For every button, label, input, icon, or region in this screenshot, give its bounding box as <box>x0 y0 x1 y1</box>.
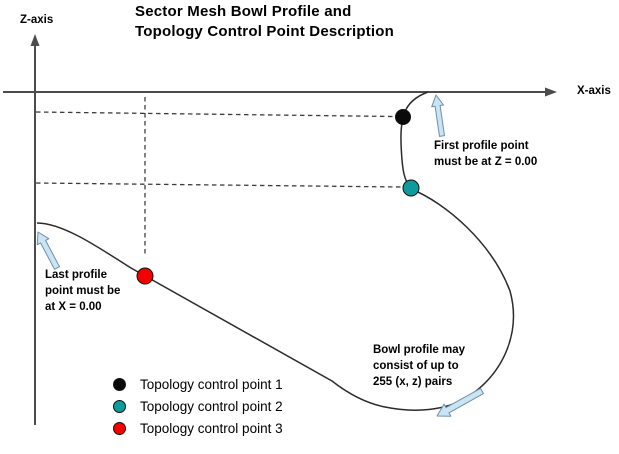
title-line-1: Sector Mesh Bowl Profile and <box>135 3 352 20</box>
legend-item-2: Topology control point 2 <box>113 395 283 417</box>
topology-control-point-3 <box>136 267 154 285</box>
topology-control-point-1 <box>395 109 411 125</box>
last-point-annotation-line-1: Last profile <box>45 269 107 281</box>
title-line-2: Topology Control Point Description <box>135 23 395 40</box>
last-point-annotation-line-3: at X = 0.00 <box>45 301 102 313</box>
first-point-annotation-line-1: First profile point <box>434 140 529 152</box>
legend-item-3: Topology control point 3 <box>113 417 283 439</box>
legend-dot-teal-icon <box>113 399 126 413</box>
x-axis-label: X-axis <box>577 85 611 97</box>
topology-control-point-2 <box>402 179 420 197</box>
first-point-arrow-icon <box>431 94 445 137</box>
legend-label-2: Topology control point 2 <box>140 398 283 414</box>
bowl-annotation-line-2: consist of up to <box>373 360 459 372</box>
page-title: Sector Mesh Bowl Profile and Topology Co… <box>135 2 394 42</box>
legend-dot-red-icon <box>113 421 126 435</box>
x-axis-arrowhead-icon <box>545 87 557 97</box>
z-axis-arrowhead-icon <box>30 34 40 46</box>
legend-label-1: Topology control point 1 <box>140 376 283 392</box>
last-point-annotation: Last profile point must be at X = 0.00 <box>45 267 120 315</box>
last-point-annotation-line-2: point must be <box>45 285 121 297</box>
bowl-annotation-line-1: Bowl profile may <box>373 344 466 356</box>
legend-item-1: Topology control point 1 <box>113 373 283 395</box>
legend-label-3: Topology control point 3 <box>140 420 283 436</box>
last-point-arrow-icon <box>36 231 60 270</box>
first-point-annotation: First profile point must be at Z = 0.00 <box>434 138 537 170</box>
first-point-annotation-line-2: must be at Z = 0.00 <box>434 156 538 168</box>
bowl-annotation: Bowl profile may consist of up to 255 (x… <box>373 342 465 390</box>
dashed-line-to-point-1 <box>35 111 395 118</box>
dashed-line-to-point-2 <box>35 182 402 188</box>
z-axis-label: Z-axis <box>20 14 54 26</box>
bowl-annotation-line-3: 255 (x, z) pairs <box>373 376 453 388</box>
bowl-arrow-icon <box>436 387 484 417</box>
legend: Topology control point 1 Topology contro… <box>113 373 283 439</box>
legend-dot-black-icon <box>113 377 126 391</box>
bowl-profile-curve <box>36 91 515 411</box>
